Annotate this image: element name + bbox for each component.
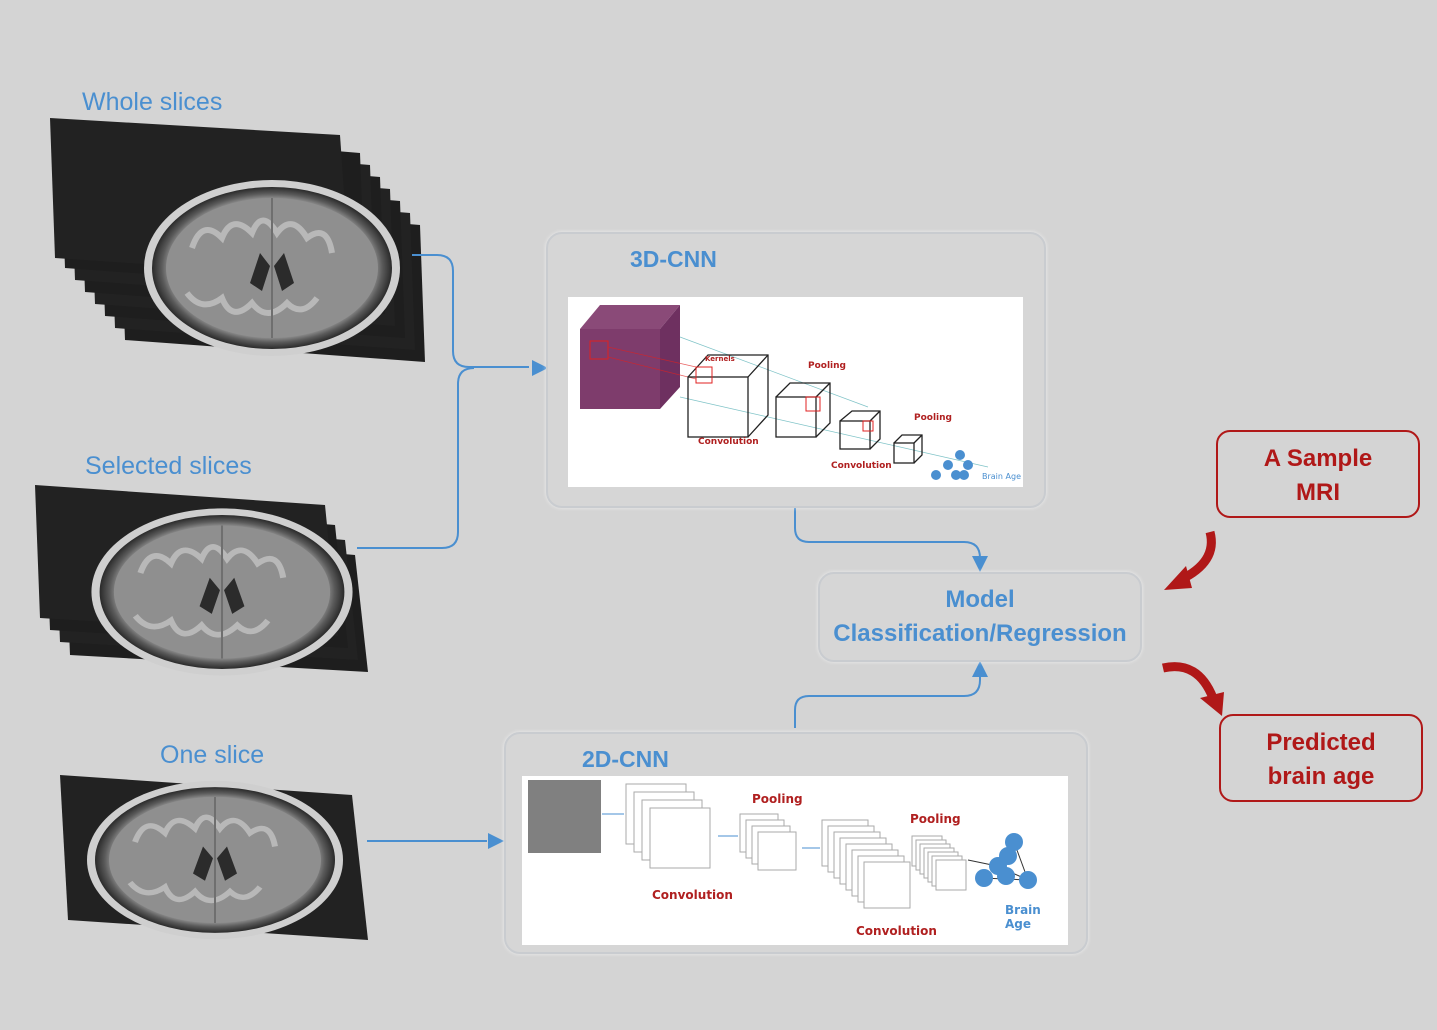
predicted-brain-age-box: Predicted brain age [1219, 714, 1423, 802]
cnn3d-figure: Kernels Pooling Convolution Pooling Conv… [568, 297, 1023, 487]
one-slice-label: One slice [160, 741, 265, 769]
sample-mri-box: A Sample MRI [1216, 430, 1420, 518]
red-arrow-model-to-predicted [1161, 662, 1224, 716]
cnn2d-panel: 2D-CNN [504, 732, 1088, 954]
sample-mri-line1: A Sample [1263, 445, 1373, 472]
arrowhead-3dcnn [532, 360, 548, 376]
selected-slices-stack [35, 485, 368, 676]
cnn2d-convolution2-label: Convolution [856, 924, 937, 938]
arrowhead-model-top [972, 556, 988, 572]
selected-slices-label: Selected slices [85, 452, 252, 480]
predicted-line1: Predicted [1266, 729, 1376, 756]
model-box: Model Classification/Regression [818, 572, 1142, 662]
cnn2d-pooling2-label: Pooling [910, 812, 961, 826]
cnn3d-pooling2-label: Pooling [914, 413, 952, 423]
sample-mri-line2: MRI [1296, 479, 1340, 506]
model-label: Model [945, 586, 1015, 613]
connectors [357, 254, 981, 842]
model-task-label: Classification/Regression [833, 620, 1127, 647]
predicted-line2: brain age [1267, 763, 1375, 790]
cnn2d-drawing [528, 780, 1037, 909]
cnn3d-kernels-label: Kernels [705, 355, 735, 363]
cnn3d-convolution2-label: Convolution [831, 461, 892, 471]
red-arrow-sample-to-model [1164, 530, 1216, 590]
cnn3d-panel: 3D-CNN [546, 232, 1046, 508]
cnn2d-output-label: Brain Age [1005, 903, 1041, 931]
whole-slices-label: Whole slices [82, 88, 223, 116]
cnn3d-drawing [580, 305, 989, 480]
cnn2d-title: 2D-CNN [582, 746, 669, 772]
cnn3d-pooling1-label: Pooling [808, 361, 846, 371]
arrowhead-model-bottom [972, 661, 988, 677]
arrowhead-2dcnn [488, 833, 504, 849]
cnn2d-pooling1-label: Pooling [752, 792, 803, 806]
cnn3d-convolution1-label: Convolution [698, 437, 759, 447]
cnn2d-convolution1-label: Convolution [652, 888, 733, 902]
cnn3d-output-label: Brain Age [982, 472, 1021, 481]
cnn3d-title: 3D-CNN [630, 246, 717, 272]
cnn2d-figure: Pooling Convolution Pooling Convolution … [522, 776, 1068, 945]
one-slice-image [60, 775, 368, 940]
whole-slices-stack [50, 118, 425, 362]
